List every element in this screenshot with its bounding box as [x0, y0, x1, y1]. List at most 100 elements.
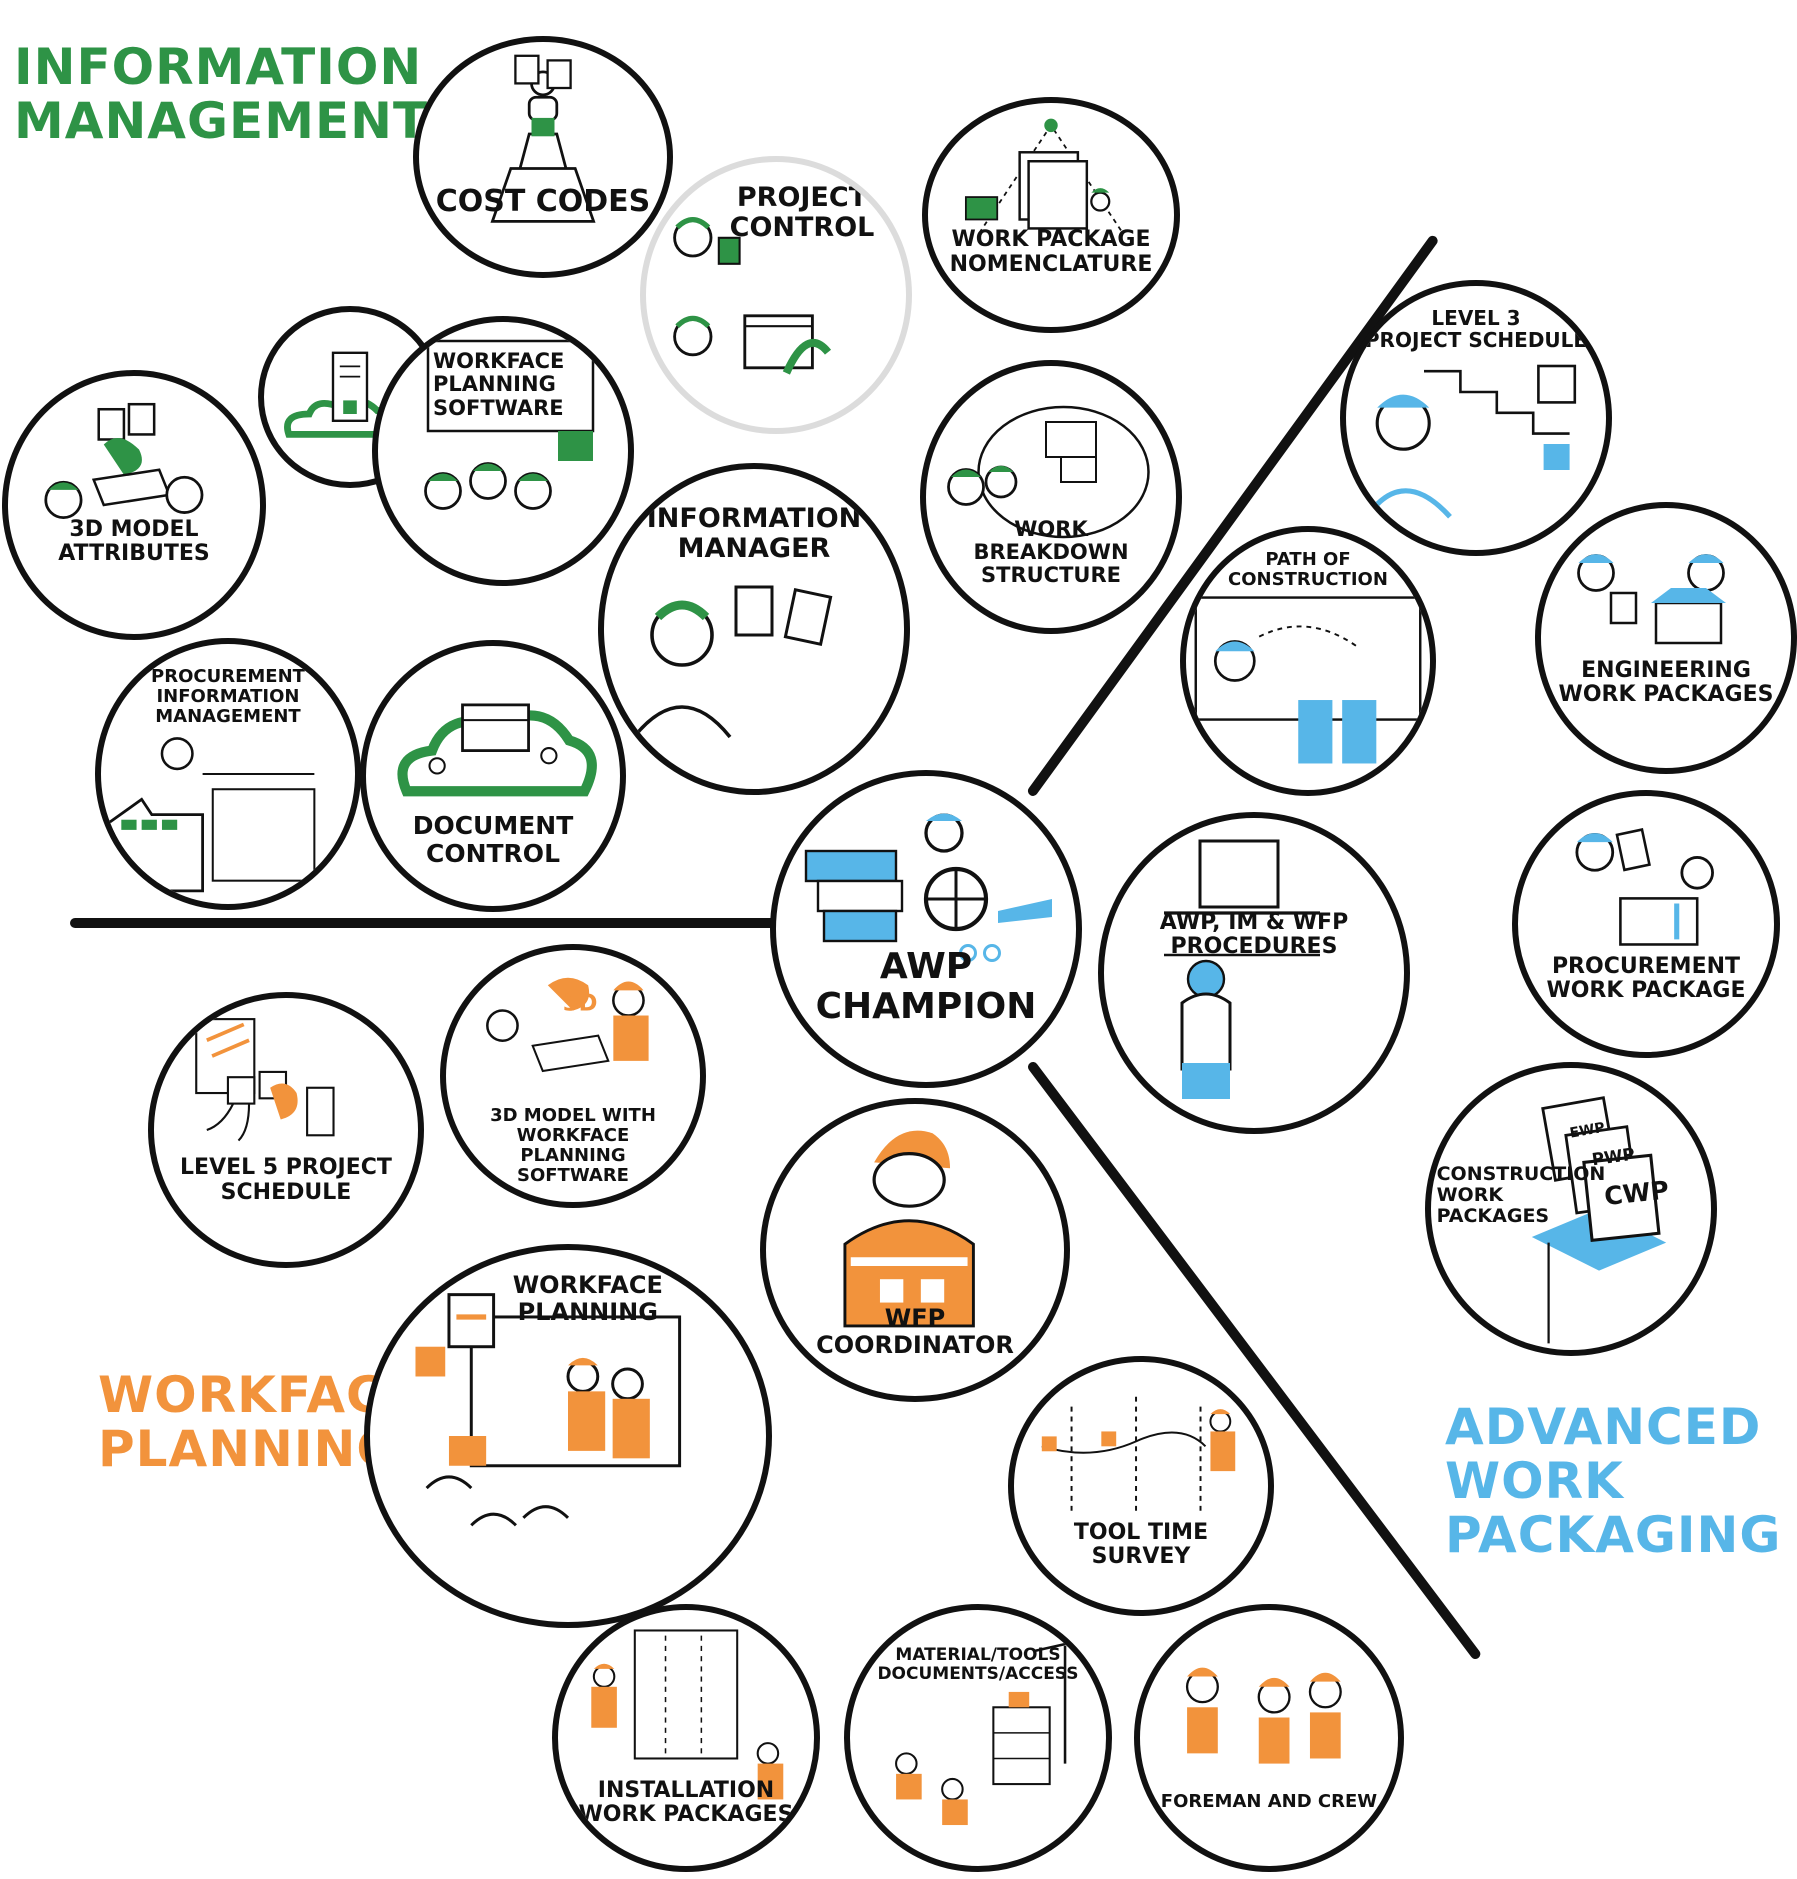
node-label-line: PACKAGES	[1436, 1204, 1550, 1227]
3d-tag: 3D	[563, 990, 598, 1016]
node-label-line: WORK PACKAGE	[951, 227, 1151, 253]
node-label: WORKFACE PLANNING SOFTWARE	[433, 350, 573, 419]
node-foreman-and-crew[interactable]: FOREMAN AND CREW	[1134, 1604, 1404, 1872]
node-label-line: WORK PACKAGES	[578, 1802, 794, 1828]
team-at-whiteboard-icon	[1194, 596, 1422, 764]
node-label-line: PLANNING	[517, 1297, 658, 1326]
node-awp-im-wfp-procedures[interactable]: AWP, IM & WFP PROCEDURES	[1098, 812, 1410, 1134]
node-level5-project-schedule[interactable]: LEVEL 5 PROJECT SCHEDULE	[148, 992, 424, 1268]
node-cost-codes[interactable]: COST CODES	[413, 36, 673, 278]
node-label-line: COORDINATOR	[816, 1330, 1014, 1359]
section-title-line: MANAGEMENT	[14, 92, 429, 150]
node-label: WORK BREAKDOWN STRUCTURE	[941, 516, 1161, 588]
node-construction-work-packages[interactable]: EWP PWP CWP CONSTRUCTION WORK PACKAGES	[1425, 1062, 1717, 1356]
node-label-line: CHAMPION	[815, 985, 1037, 1027]
node-label-line: SCHEDULE	[220, 1179, 352, 1205]
node-label: WORK PACKAGE NOMENCLATURE	[943, 227, 1159, 277]
node-label: WFP COORDINATOR	[784, 1305, 1046, 1358]
node-installation-work-packages[interactable]: INSTALLATION WORK PACKAGES	[552, 1604, 820, 1872]
node-3d-model-attributes[interactable]: 3D MODEL ATTRIBUTES	[2, 370, 266, 640]
node-workface-planning[interactable]: WORKFACE PLANNING	[364, 1244, 772, 1628]
section-title-line: INFORMATION	[14, 38, 423, 96]
captain-at-helm-icon	[804, 813, 1052, 962]
node-workface-planning-software[interactable]: WORKFACE PLANNING SOFTWARE	[372, 316, 634, 586]
team-with-floor-plan-icon	[947, 405, 1150, 539]
section-title-workface-planning: WORKFACE PLANNING	[98, 1368, 419, 1476]
engineers-with-box-icon	[1577, 554, 1726, 645]
node-label-line: CONTROL	[425, 838, 560, 868]
node-label-line: INFORMATION	[156, 686, 300, 708]
node-label-line: TOOL TIME	[1073, 1519, 1209, 1545]
node-label-line: CONSTRUCTION	[1436, 1162, 1606, 1185]
node-label-line: ENGINEERING	[1581, 657, 1751, 683]
node-label: DOCUMENT CONTROL	[381, 812, 605, 867]
node-information-manager[interactable]: INFORMATION MANAGER	[598, 463, 910, 795]
node-label: CONSTRUCTION WORK PACKAGES	[1436, 1162, 1606, 1227]
node-label: AWP, IM & WFP PROCEDURES	[1122, 910, 1386, 959]
node-label-line: WORK PACKAGE	[1546, 977, 1746, 1003]
node-label-line: INSTALLATION	[597, 1777, 775, 1803]
walking-schedule-icon	[195, 1018, 335, 1142]
node-3d-model-with-wfp-software[interactable]: 3D 3D MODEL WITH WORKFACE PLANNING SOFTW…	[440, 944, 706, 1208]
node-label-line: STRUCTURE	[981, 563, 1121, 588]
node-label-line: ATTRIBUTES	[58, 541, 210, 567]
section-title-advanced-work-packaging: ADVANCED WORK PACKAGING	[1445, 1400, 1781, 1562]
node-label-line: WORKFACE PLANNING	[516, 1125, 630, 1166]
node-procurement-information-management[interactable]: PROCUREMENT INFORMATION MANAGEMENT	[95, 638, 361, 910]
section-title-line: PLANNING	[98, 1420, 399, 1478]
procurement-handoff-icon	[1575, 828, 1714, 946]
node-label-line: PROCUREMENT	[151, 666, 305, 688]
node-work-breakdown-structure[interactable]: WORK BREAKDOWN STRUCTURE	[920, 360, 1182, 634]
node-label-line: SOFTWARE	[517, 1164, 629, 1186]
node-engineering-work-packages[interactable]: ENGINEERING WORK PACKAGES	[1535, 502, 1797, 774]
node-work-package-nomenclature[interactable]: WORK PACKAGE NOMENCLATURE	[922, 97, 1180, 333]
node-wfp-coordinator[interactable]: WFP COORDINATOR	[760, 1098, 1070, 1402]
node-project-control[interactable]: PROJECT CONTROL	[640, 156, 912, 434]
node-label: WORKFACE PLANNING	[469, 1272, 707, 1325]
node-label-line: WORK PACKAGES	[1558, 681, 1774, 707]
node-label-line: MANAGER	[677, 532, 831, 564]
node-label: COST CODES	[434, 185, 652, 218]
node-awp-champion[interactable]: AWP CHAMPION	[770, 770, 1082, 1088]
node-label-line: WORKFACE	[512, 1271, 663, 1300]
materials-and-crane-icon	[895, 1639, 1081, 1826]
node-procurement-work-package[interactable]: PROCUREMENT WORK PACKAGE	[1512, 790, 1780, 1058]
node-label-line: 3D MODEL	[69, 516, 199, 542]
node-document-control[interactable]: DOCUMENT CONTROL	[360, 640, 626, 912]
node-label-line: WORK	[1436, 1183, 1504, 1206]
person-with-folders-icon	[490, 54, 596, 223]
divider-horizontal	[70, 918, 790, 928]
node-material-tools-documents-access[interactable]: MATERIAL/TOOLS DOCUMENTS/ACCESS	[844, 1604, 1112, 1872]
node-label-line: SOFTWARE	[433, 395, 564, 420]
section-title-line: ADVANCED	[1445, 1398, 1762, 1456]
foreman-and-crew-icon	[1185, 1667, 1342, 1764]
node-label-line: CONTROL	[729, 211, 875, 243]
node-label-line: PROJECT	[736, 182, 868, 214]
node-tool-time-survey[interactable]: TOOL TIME SURVEY	[1008, 1356, 1274, 1616]
node-label-line: 3D MODEL WITH	[490, 1105, 656, 1127]
node-label: LEVEL 3 PROJECT SCHEDULE	[1362, 307, 1591, 351]
node-level3-project-schedule[interactable]: LEVEL 3 PROJECT SCHEDULE	[1340, 280, 1612, 556]
3d-model-team-icon: 3D	[486, 977, 649, 1073]
node-label-line: FOREMAN AND CREW	[1160, 1790, 1378, 1812]
node-label-line: PROJECT SCHEDULE	[1364, 328, 1588, 353]
node-label: LEVEL 5 PROJECT SCHEDULE	[170, 1156, 402, 1205]
node-label-line: WFP	[884, 1304, 946, 1333]
section-title-information-management: INFORMATION MANAGEMENT	[14, 40, 428, 148]
node-label: 3D MODEL ATTRIBUTES	[23, 516, 245, 567]
node-path-of-construction[interactable]: PATH OF CONSTRUCTION	[1180, 526, 1436, 796]
team-with-3d-model-icon	[424, 339, 595, 510]
work-package-folders-icon: EWP PWP CWP	[1531, 1096, 1670, 1344]
node-label-line: DOCUMENT	[412, 811, 574, 841]
person-with-calculator-icon	[673, 217, 832, 375]
section-title-line: PACKAGING	[1445, 1506, 1782, 1564]
information-manager-icon	[632, 585, 833, 739]
node-label: PROJECT CONTROL	[698, 183, 906, 242]
node-label-line: WORK BREAKDOWN	[973, 516, 1129, 565]
node-label-line: PLANNING	[433, 372, 556, 397]
node-label-line: CONSTRUCTION	[1228, 568, 1388, 590]
node-label: AWP CHAMPION	[794, 947, 1058, 1026]
node-label-line: SURVEY	[1091, 1543, 1191, 1569]
node-label: TOOL TIME SURVEY	[1029, 1519, 1253, 1569]
node-label: PROCUREMENT INFORMATION MANAGEMENT	[116, 667, 340, 726]
